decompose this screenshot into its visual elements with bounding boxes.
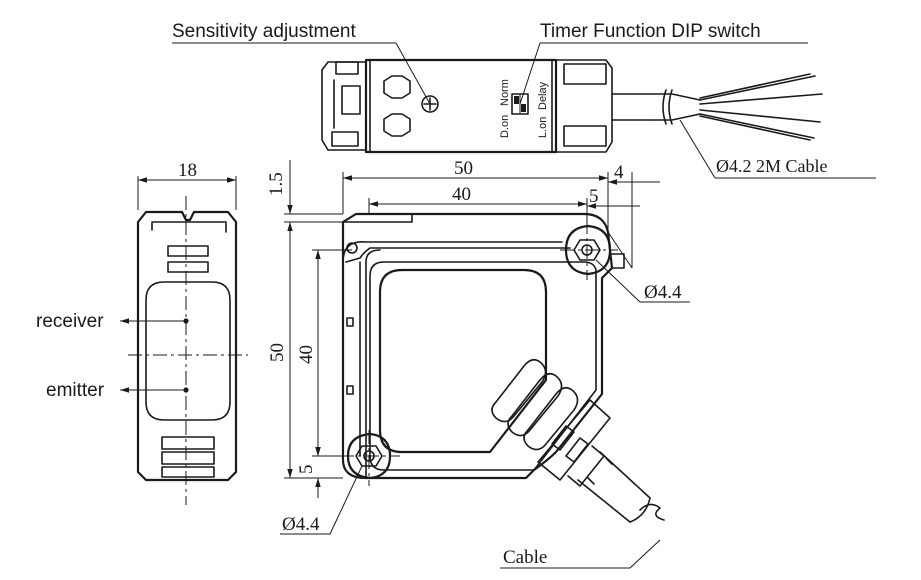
dip-label-delay: Delay — [537, 81, 549, 110]
label-cable: Cable — [503, 547, 547, 568]
label-timer-dip-switch: Timer Function DIP switch — [540, 21, 761, 42]
dip-label-l-on: L.on — [537, 117, 549, 138]
label-cable-spec: Ø4.2 2M Cable — [716, 156, 828, 176]
tab-edge — [607, 231, 633, 269]
dip-label-norm: Norm — [499, 79, 511, 106]
top-view: D.on Norm L.on Delay Sensitivity adjustm… — [172, 21, 876, 179]
label-sensitivity-adjustment: Sensitivity adjustment — [172, 21, 356, 42]
label-hole-top: Ø4.4 — [644, 282, 682, 303]
side-view: receiver emitter 18 — [36, 160, 248, 505]
rear-tab — [611, 253, 625, 269]
dim-body-width: 50 — [454, 158, 473, 179]
dim-right-offset: 4 — [614, 162, 624, 183]
leader-hole-top — [595, 259, 641, 303]
leader-cable-spec — [679, 119, 716, 179]
cable-with-wires — [649, 73, 823, 141]
dim-bottom-offset: 5 — [296, 465, 317, 475]
front-view: 50 40 4 5 1.5 50 40 5 Ø4.4 — [266, 158, 690, 569]
leader-hole-bottom — [329, 465, 363, 535]
dip-label-d-on: D.on — [499, 115, 511, 138]
dim-right-inset: 5 — [589, 186, 599, 207]
side-view-body — [136, 210, 238, 482]
leader-cable — [629, 539, 661, 569]
leader-sensitivity-diag — [395, 42, 431, 105]
front-view-body — [341, 212, 665, 523]
label-emitter: emitter — [46, 380, 105, 401]
top-view-body — [321, 58, 651, 154]
dim-body-height: 50 — [267, 343, 288, 362]
dim-hole-spacing-h: 40 — [452, 184, 471, 205]
label-receiver: receiver — [36, 311, 104, 332]
dim-offset-top: 1.5 — [266, 172, 287, 196]
label-hole-bottom: Ø4.4 — [282, 514, 320, 535]
mounting-screw-top — [383, 75, 411, 137]
dim-hole-spacing-v: 40 — [296, 345, 317, 364]
leader-timer-diag — [519, 42, 541, 105]
dim-side-width: 18 — [178, 160, 197, 181]
